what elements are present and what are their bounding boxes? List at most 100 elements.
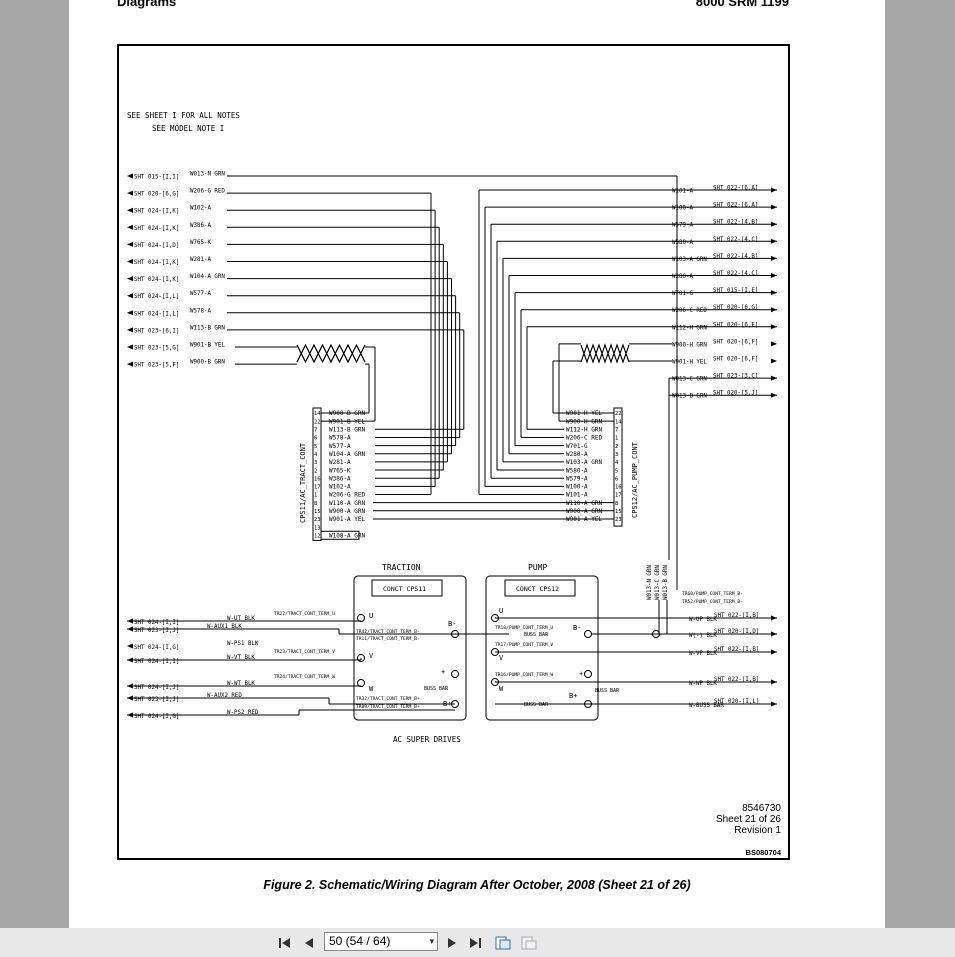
right-wire-label: W701-G [672,291,693,297]
pump-tr-label: TR60/PUMP_CONT_TERM_B- [682,591,743,597]
traction-tr-label: TR23/TRACT_CONT_TERM_V [274,649,335,655]
cps11-wire-label: W386-A [329,475,351,482]
cps12-pin: 22 [615,411,622,417]
pump-buss-bar: BUSS BAR [524,702,549,708]
right-wire-label: W901-H YEL [672,360,707,366]
arrow-left-icon [127,276,133,282]
pump-terminal-label: W [499,685,504,693]
chevron-down-icon: ▾ [429,936,434,946]
cps12-pin: 15 [615,509,622,515]
schematic-diagram: SEE SHEET I FOR ALL NOTES SEE MODEL NOTE … [127,111,782,857]
pump-drive [485,575,599,721]
cps12-wire-label: W103-A GRN [566,459,603,466]
arrow-left-icon [127,190,133,196]
traction-left-wire: W-WT BLK [227,681,255,687]
cps12-pin: 17 [615,493,622,499]
pump-terminal-label: V [499,654,504,662]
right-wire-label: W103-A GRN [672,257,707,263]
fit-width-button[interactable] [520,934,538,951]
left-wire-label: W206-G RED [190,189,225,195]
cps11-pin: 13 [314,525,321,531]
cps11-wire-label: W901-A YEL [329,516,366,523]
right-ref-label: SHT 022-[4,B] [713,254,758,260]
arrow-left-icon [127,241,133,247]
traction-left-ref: SHT 024-[I,I] [134,659,179,665]
pump-terminal-label: U [499,607,503,615]
cps11-wire-label: W110-A GRN [329,500,366,507]
arrow-left-icon [127,344,133,350]
right-ref-label: SHT 022-[4,C] [713,237,758,243]
traction-left-wire: W-PS2 RED [227,710,259,716]
arrow-left-icon [127,207,133,213]
page-header-right: 8000 SRM 1199 [695,0,789,9]
traction-left-wire: W-AUX1 BLK [207,624,242,630]
traction-terminal-U [357,614,365,622]
cps12-wire-label: W112-H GRN [566,427,603,434]
cps11-wire-label: W108-A GRN [329,532,366,539]
pump-terminal-plus [584,670,592,678]
arrow-left-icon [127,327,133,333]
right-ref-label: SHT 020-[6,F] [713,357,758,363]
arrow-right-icon [771,358,777,364]
cps12-pin: 8 [615,501,618,507]
cps12-label: CPS12/AC_PUMP_CONT [631,441,639,518]
title-block-number: 8546730 [742,803,781,814]
right-wire-label: W112-H GRN [672,325,707,331]
cps12-wire-label: W901-H YEL [566,410,603,417]
previous-page-button[interactable] [300,934,318,951]
left-ref-label: SHT 023-[5,F] [134,363,179,369]
cps11-wire-label: W104-A GRN [329,451,366,458]
traction-tr-label: TR11/TRACT_CONT_TERM_B- [356,636,420,642]
cps11-connector [312,407,322,541]
left-wire-label: W901-B YEL [190,343,225,349]
arrow-left-icon [127,361,133,367]
page-header-left: Diagrams [117,0,177,9]
arrow-left-icon [127,310,133,316]
pump-terminal-label: B- [573,624,581,632]
cps12-wire-label: W580-A [566,467,588,474]
left-ref-label: SHT 020-[6,G] [134,192,179,198]
page-selector[interactable]: 50 (54 / 64) ▾ [324,932,438,951]
right-wire-label: W280-A [672,274,693,280]
note-text: SEE MODEL NOTE I [152,124,224,133]
right-ref-label: SHT 020-[6,F] [713,339,758,345]
cps12-pin: 2 [615,444,618,450]
cps11-pin: 12 [314,533,321,539]
last-page-button[interactable] [467,934,485,951]
left-wire-label: W113-B GRN [190,325,225,331]
cps12-wire-label: W110-A GRN [566,500,603,507]
left-wire-label: W578-A [190,308,211,314]
next-page-button[interactable] [443,934,461,951]
left-ref-label: SHT 023-[5,G] [134,346,179,352]
cps11-pin: 1 [314,493,317,499]
pump-tr-label: TR16/PUMP_CONT_TERM_W [495,672,553,678]
first-page-icon [279,937,290,948]
right-wire-label: W580-A [672,240,693,246]
twisted-pair [580,343,630,364]
pump-terminal-bminus [584,630,592,638]
traction-left-ref: SHT 024-[I,G] [134,645,179,651]
left-wire-label: W577-A [190,291,211,297]
pump-tr-label: TR52/PUMP_CONT_TERM_B- [682,599,743,605]
right-ref-label: SHT 022-[6,A] [713,203,758,209]
right-wire-label: W900-H GRN [672,342,707,348]
pump-tr-label: TR17/PUMP_CONT_TERM_V [495,642,553,648]
right-wire-label: W013-B GRN [672,394,707,400]
cps11-label: CPS11/AC_TRACT_CONT [299,442,307,523]
cps12-wire-label: W101-A [566,492,588,499]
cps11-wire-label: W102-A [329,484,351,491]
note-text: SEE SHEET I FOR ALL NOTES [127,111,240,120]
cps12-pin: 23 [615,517,622,523]
first-page-button[interactable] [276,934,294,951]
right-wire-label: W579-A [672,223,693,229]
pump-terminal-label: + [579,670,583,678]
pump-right-ref: SHT 020-[I,L] [714,699,759,705]
left-wire-label: W386-A [190,223,211,229]
pump-right-ref: SHT 022-[I,B] [714,647,759,653]
right-wire-label: W100-A [672,206,693,212]
pump-right-ref: SHT 022-[I,B] [714,677,759,683]
traction-terminal-label: + [441,668,445,676]
arrow-left-icon [127,293,133,299]
cps11-pin: 6 [314,436,317,442]
fit-page-button[interactable] [494,934,512,951]
